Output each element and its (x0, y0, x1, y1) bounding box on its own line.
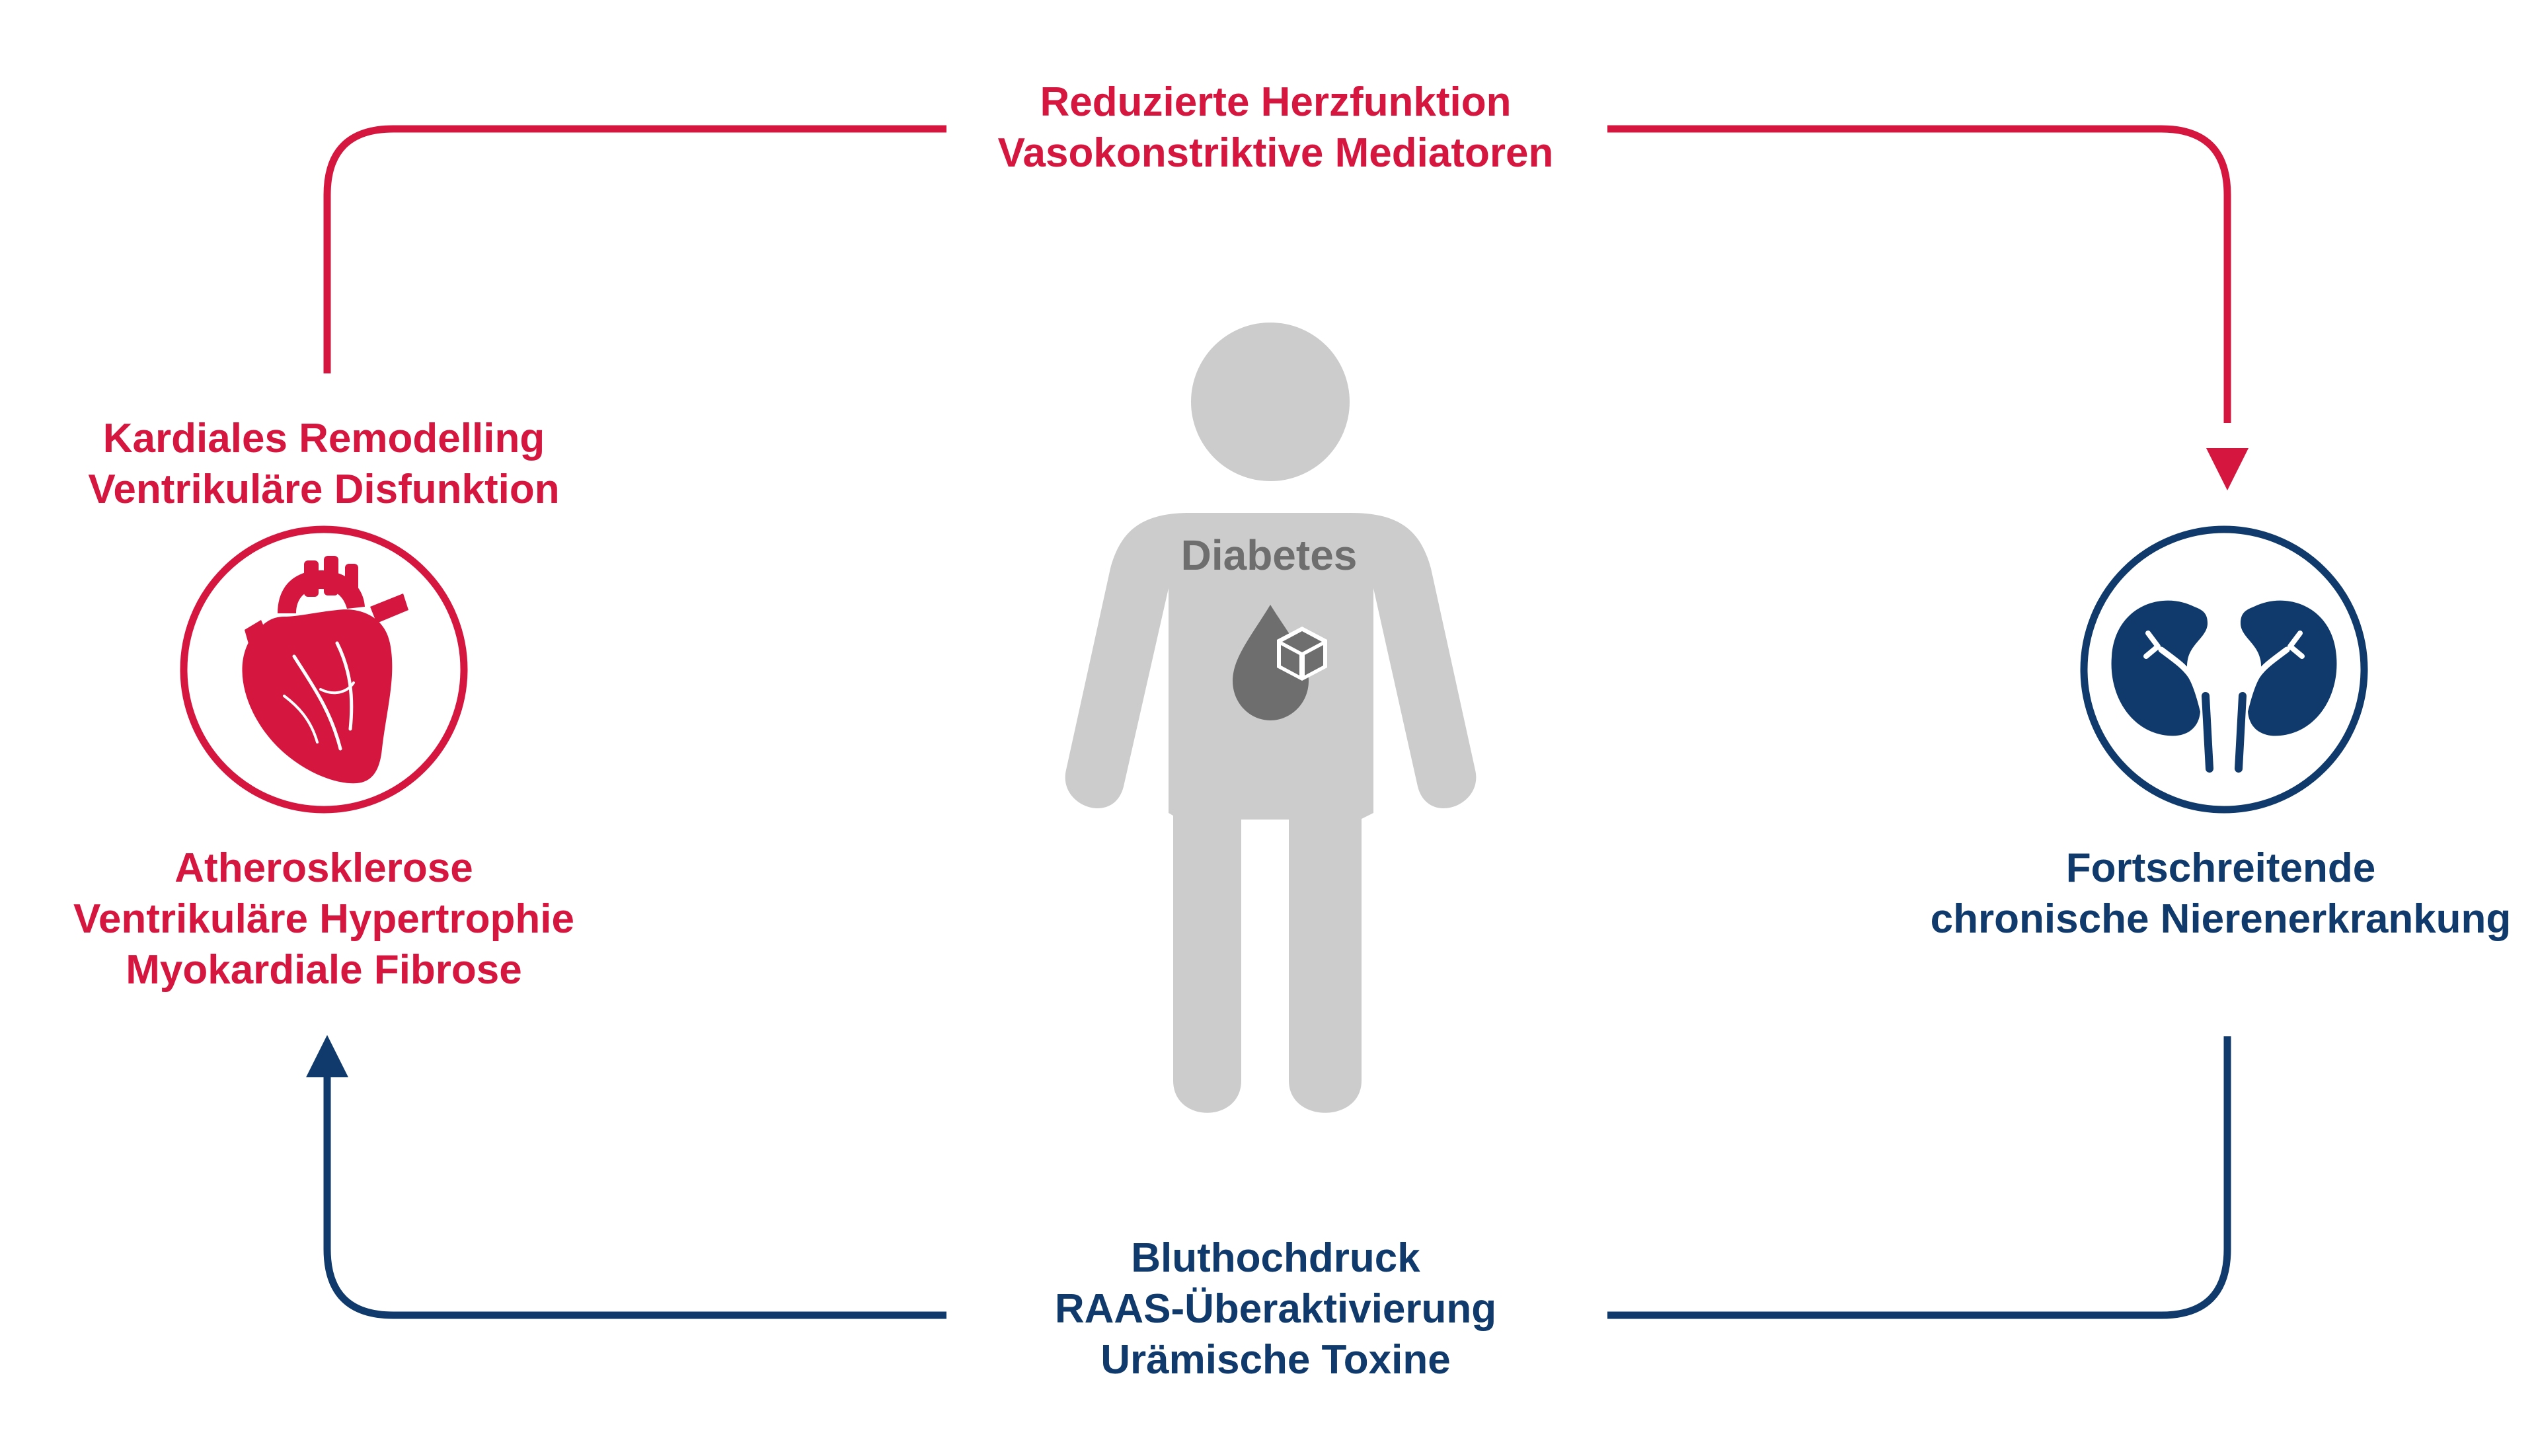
kidneys-icon (2111, 600, 2337, 773)
heart-top-label: Kardiales Remodelling Ventrikuläre Disfu… (26, 413, 621, 515)
blood-drop-sugar-cube-icon (1233, 605, 1327, 720)
top-label: Reduzierte Herzfunktion Vasokonstriktive… (939, 77, 1613, 178)
heart-bottom-label-line3: Myokardiale Fibrose (126, 947, 522, 993)
heart-top-label-line1: Kardiales Remodelling (102, 416, 545, 461)
bottom-blue-connector (323, 1036, 2231, 1319)
heart-top-label-line2: Ventrikuläre Disfunktion (88, 467, 560, 512)
heart-bottom-label-line1: Atherosklerose (174, 845, 473, 891)
bottom-label-line2: RAAS-Überaktivierung (1054, 1286, 1497, 1332)
kidney-label: Fortschreitende chronische Nierenerkrank… (1917, 843, 2525, 944)
top-label-line1: Reduzierte Herzfunktion (1040, 79, 1512, 125)
diabetes-label: Diabetes (1180, 531, 1358, 579)
bottom-label-line1: Bluthochdruck (1131, 1235, 1420, 1281)
heart-bottom-label: Atherosklerose Ventrikuläre Hypertrophie… (26, 843, 621, 995)
kidney-circle (2080, 525, 2368, 814)
kidney-label-line2: chronische Nierenerkrankung (1930, 896, 2512, 942)
heart-icon (242, 556, 408, 784)
bottom-label-line3: Urämische Toxine (1100, 1337, 1451, 1383)
top-red-connector (323, 125, 2231, 423)
red-arrowhead-down (2206, 448, 2249, 490)
blue-arrowhead-up (306, 1035, 348, 1077)
top-label-line2: Vasokonstriktive Mediatoren (997, 130, 1554, 176)
kidney-label-line1: Fortschreitende (2065, 845, 2376, 891)
heart-bottom-label-line2: Ventrikuläre Hypertrophie (73, 896, 575, 942)
bottom-label: Bluthochdruck RAAS-Überaktivierung Urämi… (939, 1233, 1613, 1385)
